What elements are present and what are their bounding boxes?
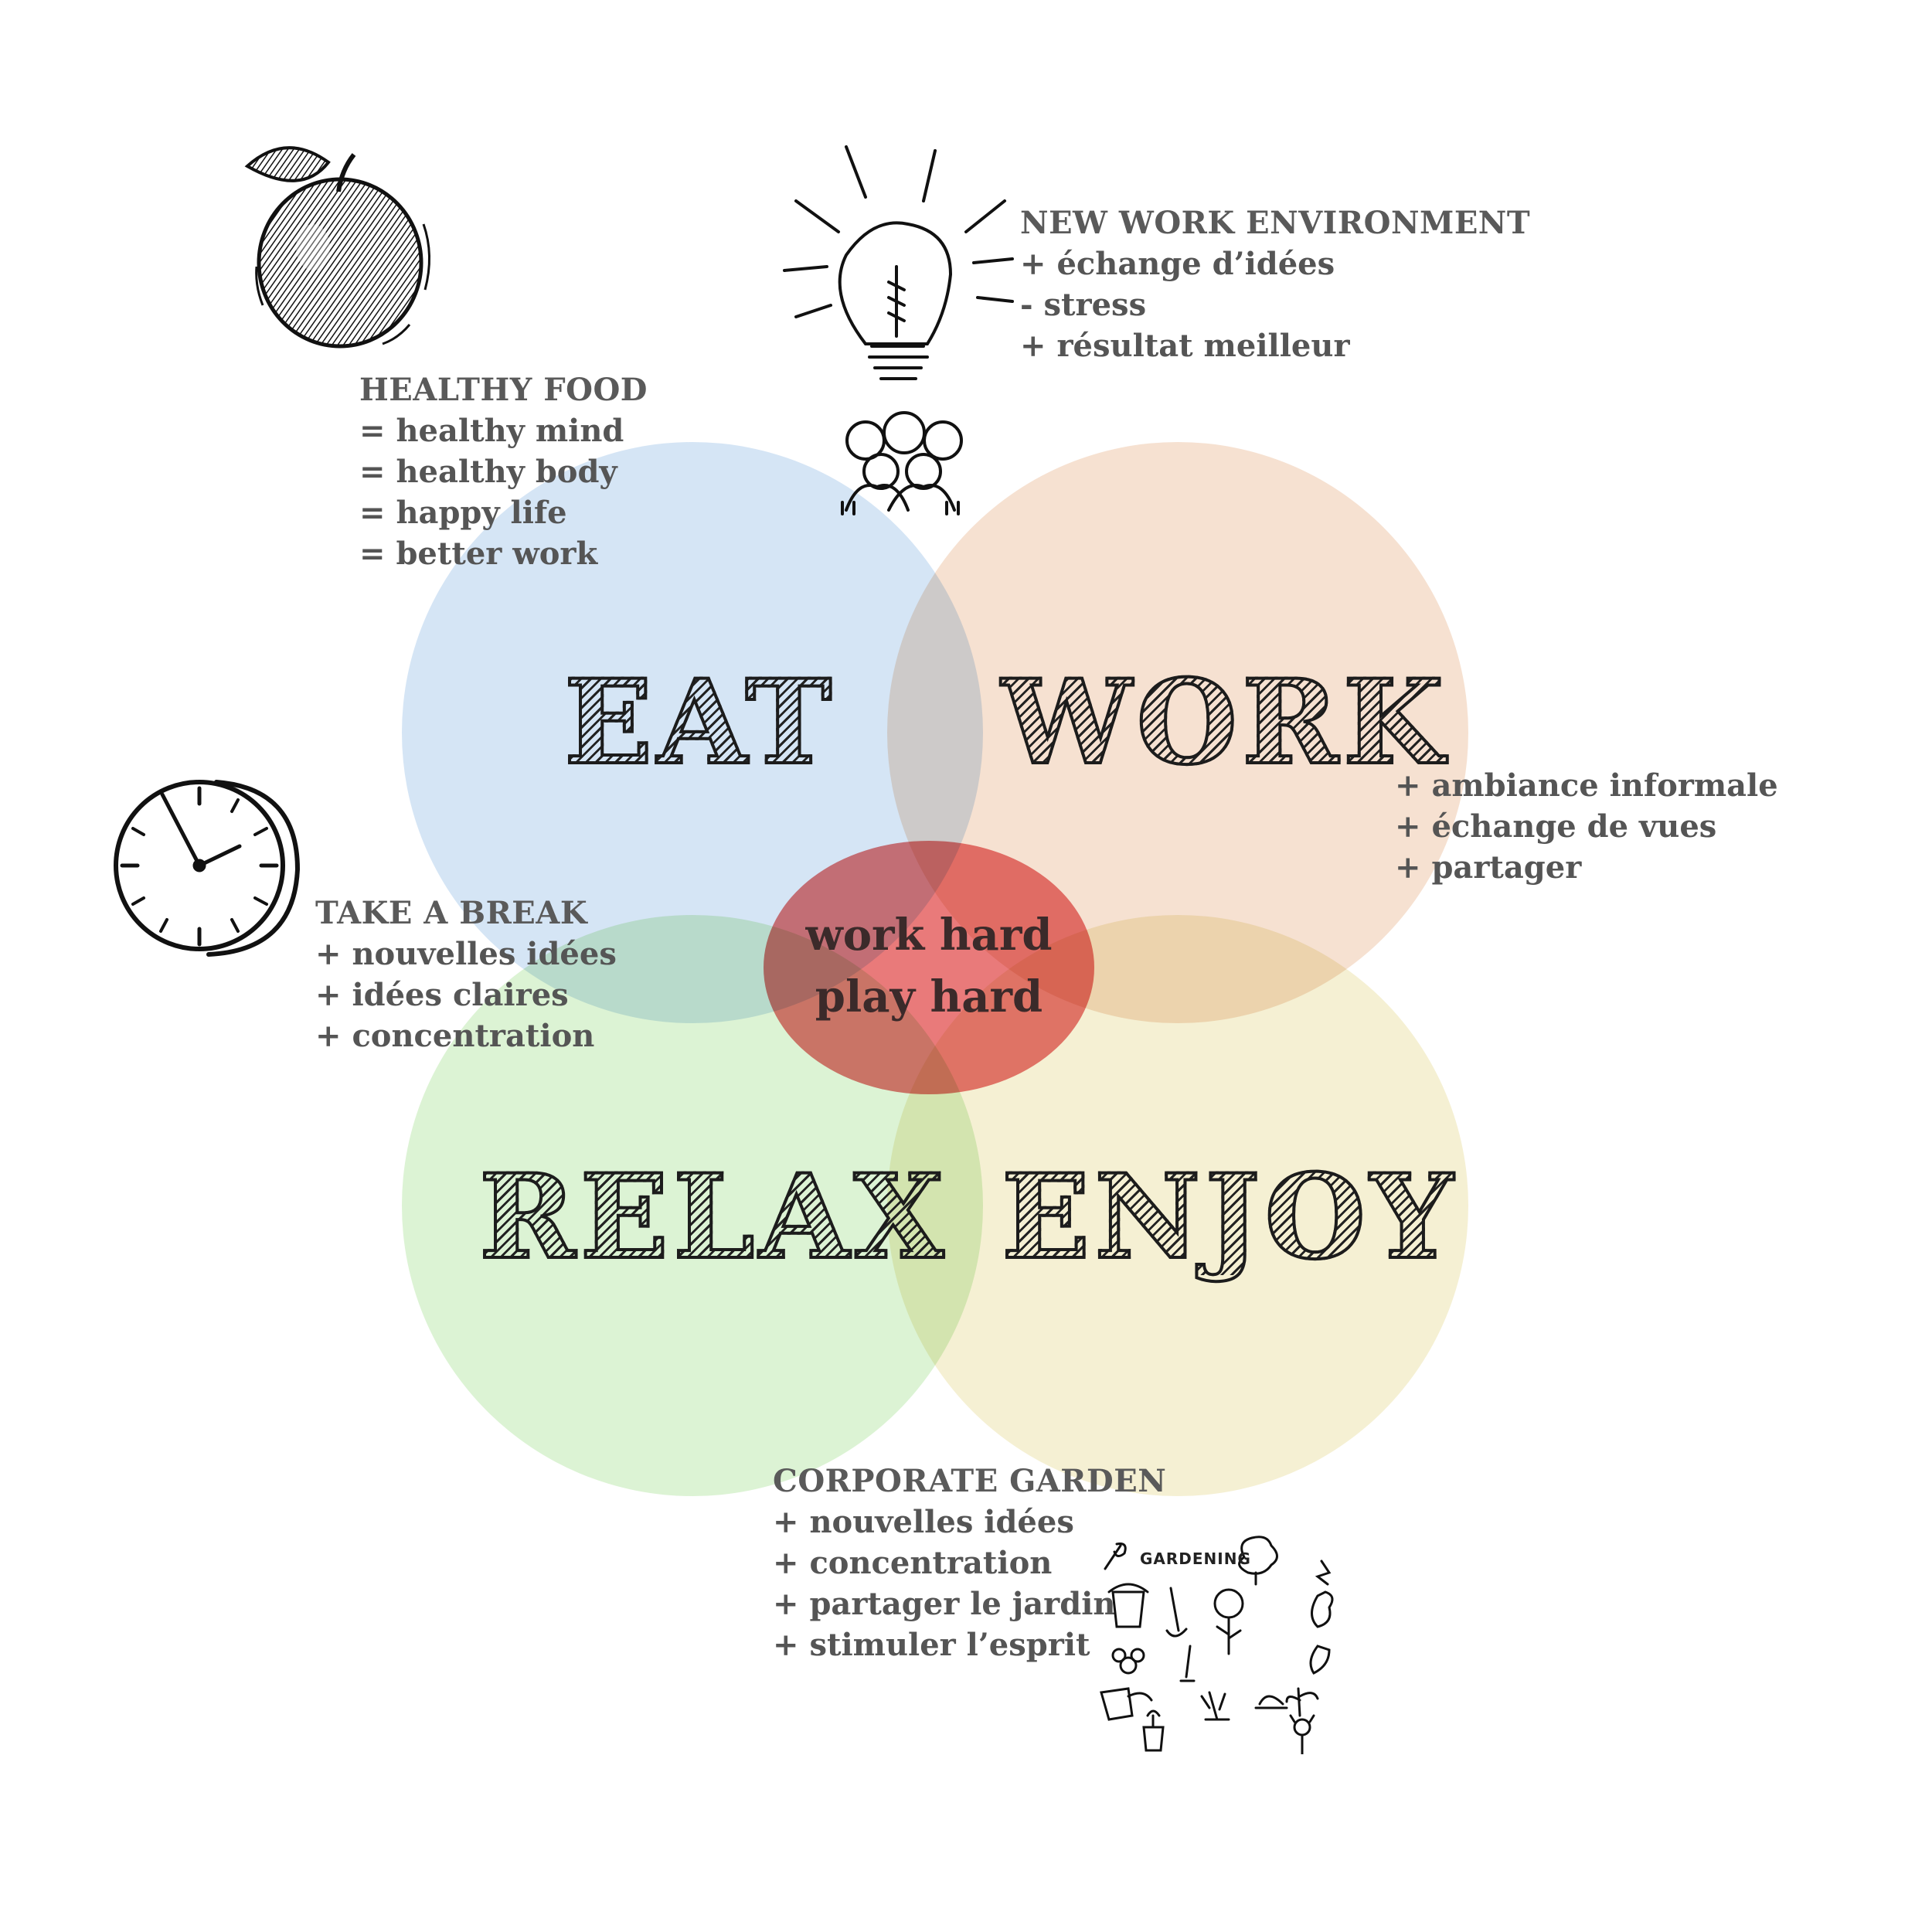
note-line: + concentration [773,1545,1053,1581]
center-motto-line1: work hard [805,910,1053,961]
note-line: + concentration [315,1018,595,1054]
note-line: + partager le jardin [773,1586,1116,1622]
note-line: = healthy body [359,454,617,490]
note-corporate-garden: CORPORATE GARDEN + nouvelles idées + con… [773,1461,1166,1665]
note-line: + stimuler l’esprit [773,1627,1090,1663]
note-work-benefits: + ambiance informale + échange de vues +… [1395,765,1778,888]
note-line: + nouvelles idées [315,936,617,972]
lightbulb-icon [783,145,1014,515]
note-new-work-environment: NEW WORK ENVIRONMENT + échange d’idées -… [1020,202,1530,366]
gardening-icons [1100,1536,1334,1754]
note-line: + échange de vues [1395,808,1717,845]
note-line: = better work [359,536,598,572]
note-line: + ambiance informale [1395,767,1778,804]
note-take-a-break: TAKE A BREAK + nouvelles idées + idées c… [315,893,617,1056]
note-healthy-food-title: HEALTHY FOOD [359,372,648,408]
apple-icon [244,146,430,349]
clock-icon [114,780,301,957]
note-line: - stress [1020,287,1147,323]
center-motto: work hard play hard [764,904,1094,1028]
gardening-label: GARDENING [1140,1549,1251,1568]
note-garden-title: CORPORATE GARDEN [773,1463,1167,1499]
label-eat: EAT [563,655,837,791]
label-enjoy: ENJOY [1000,1149,1458,1285]
note-break-title: TAKE A BREAK [315,895,588,931]
note-line: + idées claires [315,977,569,1013]
label-work: WORK [1000,655,1449,791]
note-line: = healthy mind [359,413,624,449]
note-line: + résultat meilleur [1020,328,1350,364]
center-ellipse [764,841,1094,1094]
note-line: + partager [1395,849,1582,886]
note-line: = happy life [359,495,567,531]
note-nwe-title: NEW WORK ENVIRONMENT [1020,205,1531,241]
center-motto-line2: play hard [815,971,1043,1022]
note-line: + échange d’idées [1020,246,1335,282]
note-healthy-food: HEALTHY FOOD = healthy mind = healthy bo… [359,369,648,574]
note-line: + nouvelles idées [773,1504,1074,1540]
label-relax: RELAX [478,1149,949,1285]
